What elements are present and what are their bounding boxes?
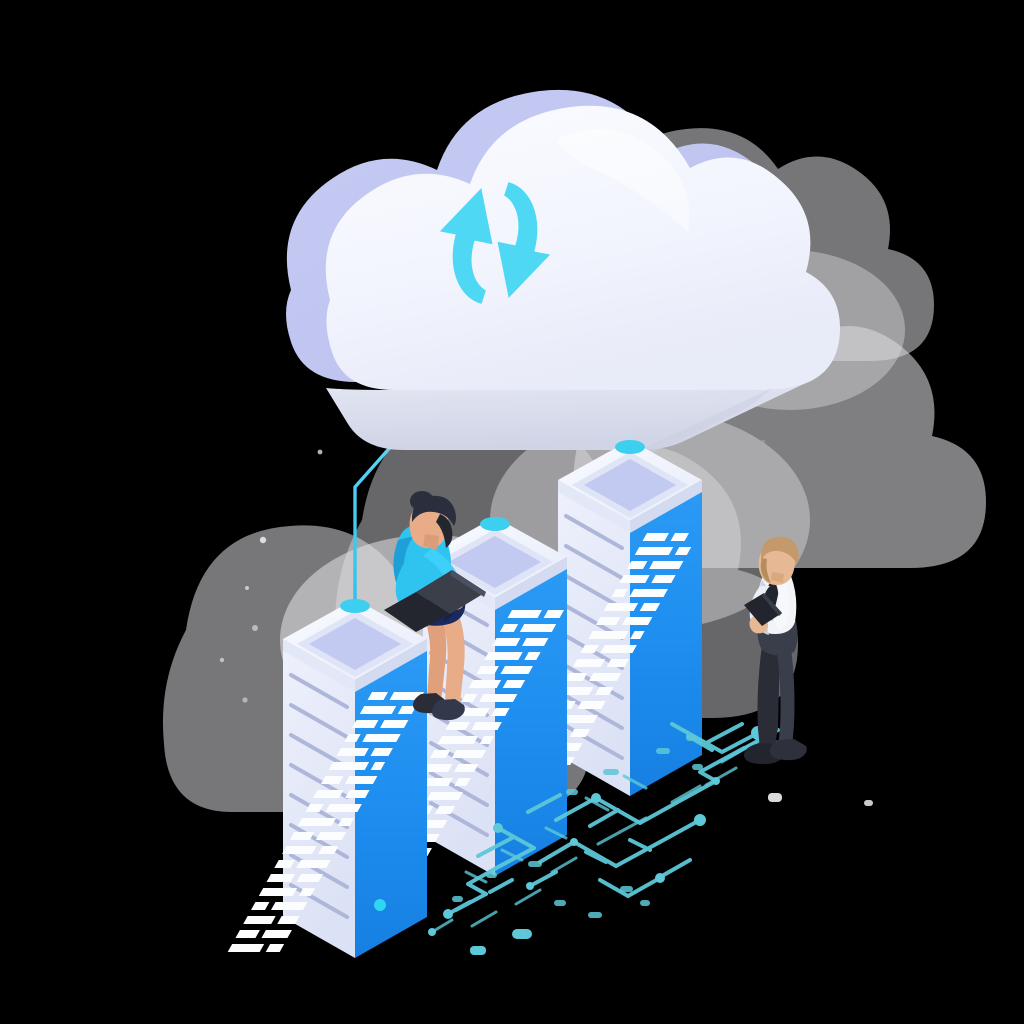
rack-plate-inner	[309, 618, 401, 670]
woman-neck	[423, 534, 439, 550]
cloud-body	[325, 105, 841, 390]
man-shoe-front	[770, 739, 807, 761]
rack-top-rim-right	[495, 557, 567, 610]
laptop-base	[384, 592, 450, 632]
woman-shoe-front	[432, 699, 465, 721]
server-rack-left[interactable]	[227, 599, 427, 958]
circuit-speckles	[452, 735, 703, 918]
laptop-edge	[450, 570, 486, 597]
cloud	[286, 89, 841, 474]
rack-top-rim-left	[283, 639, 355, 692]
circuit-traces	[428, 722, 780, 955]
connector-puck-right	[615, 440, 645, 454]
man-tablet-edge	[762, 593, 782, 616]
circuit-nodes	[428, 726, 765, 955]
status-led-icon	[374, 899, 386, 911]
man-tablet	[744, 593, 782, 626]
cloud-highlight	[556, 128, 690, 232]
man-arm-front	[774, 584, 790, 630]
rack-top-rim-right	[630, 480, 702, 533]
connector-puck-left	[340, 599, 370, 613]
woman-with-laptop[interactable]	[384, 491, 486, 721]
rack-top-rim-left	[558, 480, 630, 533]
man-neck	[771, 572, 784, 583]
man-trouser-back	[757, 645, 780, 750]
woman-leg-back	[424, 614, 447, 702]
rack-plate-inner	[584, 459, 676, 511]
connector-puck-middle	[480, 517, 510, 531]
rack-led-panel	[355, 639, 427, 958]
cable-connector-pucks	[340, 440, 645, 613]
sync-arrows-icon	[439, 182, 551, 304]
man-with-tablet[interactable]	[744, 536, 807, 765]
rack-led-panel	[495, 557, 567, 876]
rack-top-rim-right	[355, 639, 427, 692]
rack-led-bars	[227, 692, 424, 952]
woman-hair-back	[436, 514, 453, 548]
rack-plate-inner	[449, 536, 541, 588]
man-tie	[765, 578, 780, 621]
rack-led-panel	[630, 480, 702, 796]
woman-leg-front	[440, 610, 465, 704]
man-hair	[761, 536, 799, 564]
man-hair-side	[760, 558, 771, 583]
woman-hair-bun	[410, 491, 434, 511]
man-trouser-front	[776, 641, 795, 749]
